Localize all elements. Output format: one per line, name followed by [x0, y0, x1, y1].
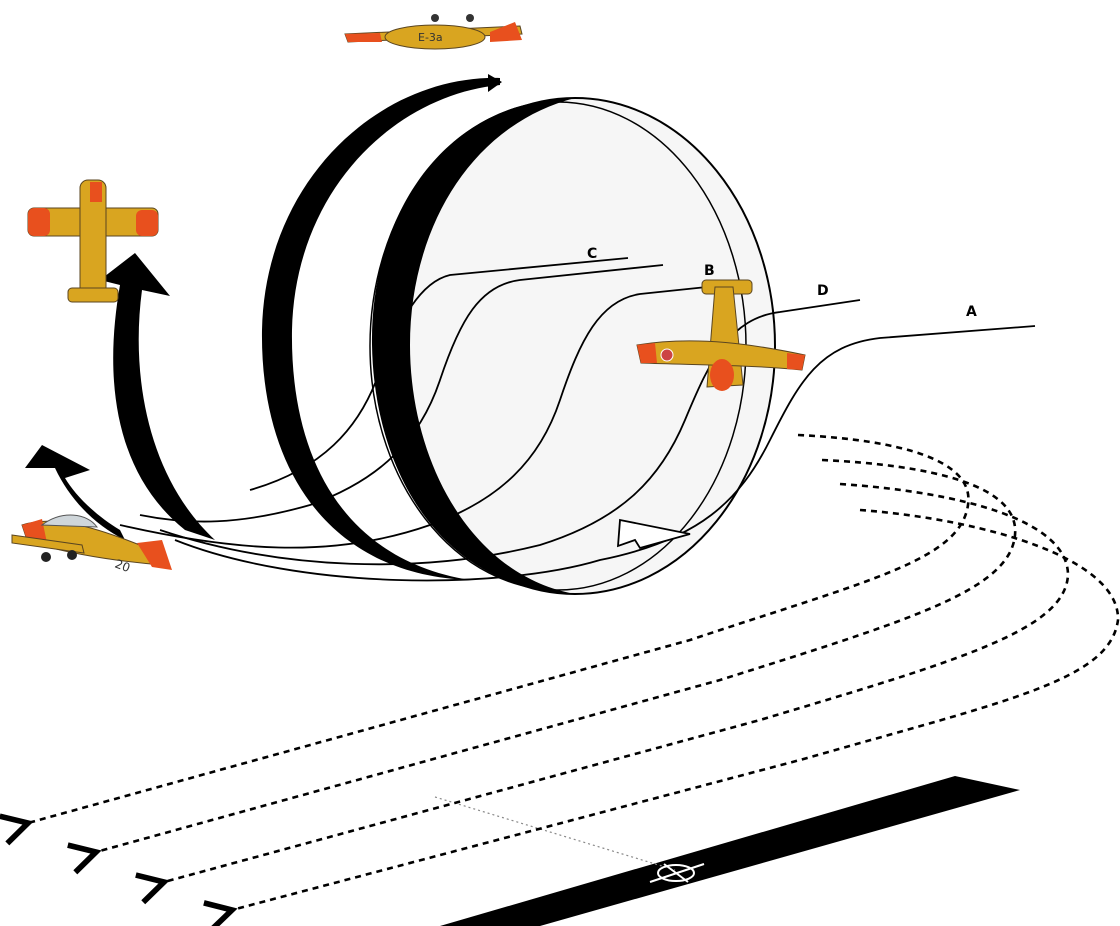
label-d: D [817, 283, 829, 299]
left-arrows [25, 253, 215, 540]
airplane-takeoff-icon: 20 [12, 515, 172, 575]
label-b: B [704, 263, 715, 279]
inverted-plane-code: E-3a [418, 31, 443, 44]
label-a: A [966, 304, 977, 320]
runway [435, 776, 1020, 926]
middle-loop-top-arrow [488, 74, 502, 92]
label-c: C [587, 246, 597, 262]
dashed-track-4 [232, 510, 1118, 910]
runway-approach-dotted-line [435, 797, 675, 870]
airplane-inverted-icon: E-3a [345, 14, 522, 49]
